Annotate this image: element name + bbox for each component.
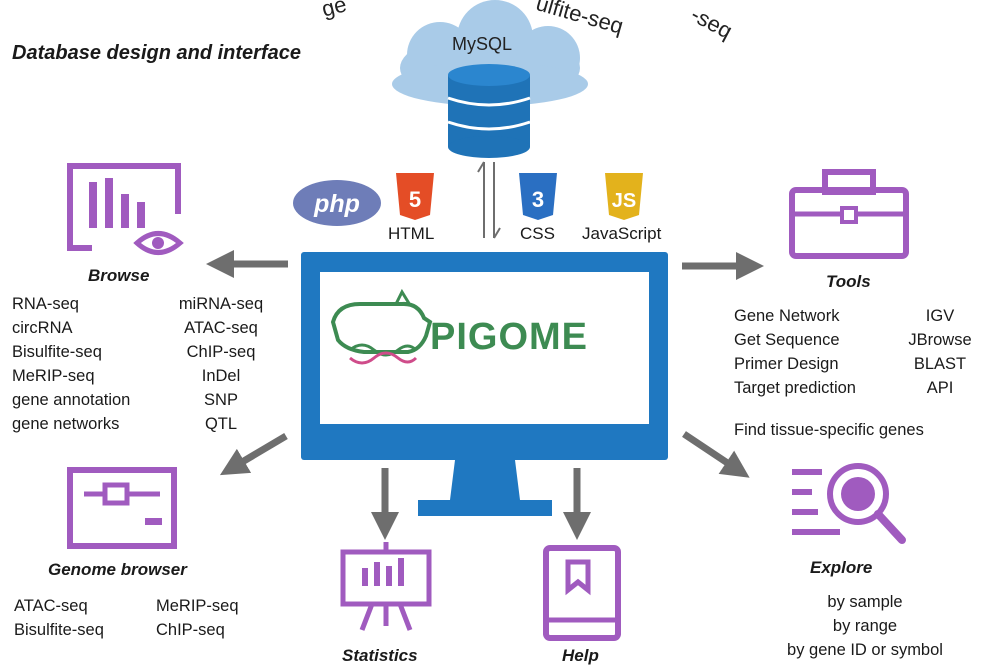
browse-list-col1: RNA-seq circRNA Bisulfite-seq MeRIP-seq … [12, 292, 130, 436]
list-item: SNP [204, 391, 238, 409]
svg-text:JS: JS [612, 190, 636, 212]
list-item: IGV [925, 307, 955, 325]
list-item: JBrowse [908, 331, 972, 349]
genome-browser-title: Genome browser [48, 560, 187, 579]
list-item: API [926, 379, 954, 397]
database-icon [447, 64, 531, 158]
genome-browser-list-col2: MeRIP-seq ChIP-seq [156, 594, 239, 642]
genome-browser-list-col1: ATAC-seq Bisulfite-seq [14, 594, 104, 642]
list-item: ATAC-seq [184, 319, 258, 337]
genome-browser-window-icon [67, 467, 177, 549]
browse-list-col2: miRNA-seq ATAC-seq ChIP-seq InDel SNP QT… [166, 292, 276, 436]
monitor-icon [301, 252, 668, 516]
list-item: circRNA [12, 319, 73, 337]
svg-text:5: 5 [409, 187, 421, 212]
section-title: Database design and interface [12, 42, 301, 64]
javascript-icon: JS [605, 173, 643, 220]
statistics-title: Statistics [342, 646, 418, 665]
list-item: Gene Network [734, 307, 840, 325]
list-item: ChIP-seq [156, 621, 225, 639]
browse-title: Browse [88, 266, 150, 285]
list-item: Bisulfite-seq [12, 343, 102, 361]
pig-logo-icon [330, 288, 433, 365]
explore-magnifier-icon [792, 463, 906, 544]
list-item: by sample [827, 593, 903, 611]
list-item: gene annotation [12, 391, 131, 409]
list-item: InDel [201, 367, 241, 385]
svg-text:3: 3 [532, 187, 544, 212]
help-title: Help [562, 646, 599, 665]
list-item: Target prediction [734, 379, 856, 397]
list-item: by range [832, 617, 898, 635]
php-icon: php [293, 180, 381, 226]
list-item: MeRIP-seq [12, 367, 95, 385]
list-item: ChIP-seq [186, 343, 256, 361]
list-item: QTL [204, 415, 238, 433]
list-item: Bisulfite-seq [14, 621, 104, 639]
tools-list-col1: Gene Network Get Sequence Primer Design … [734, 304, 856, 400]
explore-title: Explore [810, 558, 873, 577]
list-item: Get Sequence [734, 331, 840, 349]
list-item: RNA-seq [12, 295, 79, 313]
list-item: MeRIP-seq [156, 597, 239, 615]
css-label: CSS [520, 224, 555, 243]
flow-arrows [206, 250, 764, 540]
tools-title: Tools [826, 272, 871, 291]
tools-extra-item: Find tissue-specific genes [734, 421, 924, 439]
list-item: Primer Design [734, 355, 839, 373]
list-item: ATAC-seq [14, 597, 88, 615]
pigome-logo-text: PIGOME [430, 316, 589, 358]
javascript-label: JavaScript [582, 224, 662, 243]
list-item: miRNA-seq [178, 295, 264, 313]
list-item: by gene ID or symbol [787, 641, 943, 659]
db-exchange-arrows-icon [477, 161, 501, 239]
html-label: HTML [388, 224, 435, 243]
css3-icon: 3 [519, 173, 557, 220]
statistics-easel-icon [340, 542, 432, 631]
browse-chart-eye-icon [67, 163, 184, 255]
help-book-icon [543, 545, 621, 641]
html5-icon: 5 [396, 173, 434, 220]
mysql-label: MySQL [452, 34, 513, 54]
list-item: gene networks [12, 415, 120, 433]
tools-briefcase-icon [789, 169, 909, 259]
mysql-cloud-icon [392, 0, 588, 106]
svg-text:php: php [313, 190, 360, 218]
tools-list-col2: IGV JBrowse BLAST API [898, 304, 982, 400]
explore-list: by sample by range by gene ID or symbol [752, 590, 978, 662]
list-item: BLAST [913, 355, 967, 373]
